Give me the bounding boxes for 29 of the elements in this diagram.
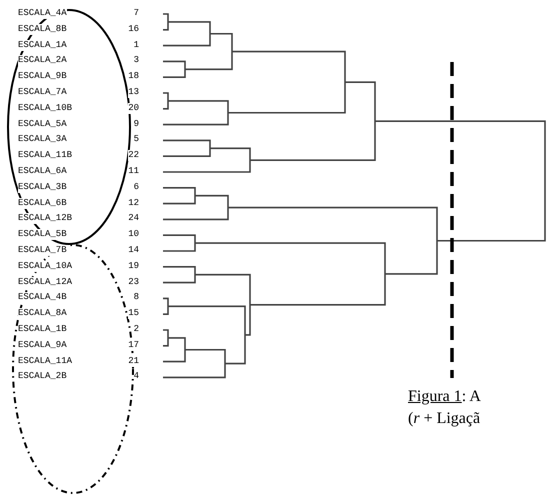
cluster-number: 20 [128,102,139,114]
variable-name: ESCALA_6A [18,166,67,177]
variable-name: ESCALA_4B [18,292,67,304]
variable-name: ESCALA_1B [18,324,67,335]
variable-name: ESCALA_7A [18,87,67,98]
cluster-number: 22 [128,150,139,162]
cluster-number: 13 [128,87,139,98]
variable-name: ESCALA_1A [18,40,67,51]
caption-text: : A [462,388,481,405]
variable-name: ESCALA_6B [18,198,67,209]
variable-name: ESCALA_8B [18,24,67,35]
variable-name: ESCALA_10B [18,102,72,114]
variable-name: ESCALA_12A [18,276,72,288]
variable-name: ESCALA_3B [18,182,67,193]
variable-name: ESCALA_7B [18,245,67,256]
variable-name: ESCALA_2A [18,55,67,66]
figure-label: Figura 1 [408,388,462,405]
cluster-number: 15 [128,308,139,320]
cluster-number: 21 [128,356,139,367]
caption-text: (r + Ligaçã [408,409,480,429]
variable-name: ESCALA_9A [18,340,67,351]
variable-name: ESCALA_5A [18,118,67,130]
variable-name: ESCALA_5B [18,229,67,240]
variable-name: ESCALA_4A [18,8,67,19]
cluster-number: 17 [128,340,139,351]
variable-name: ESCALA_10A [18,260,72,272]
variable-name: ESCALA_12B [18,213,72,224]
variable-name: ESCALA_11A [18,356,72,367]
variable-name: ESCALA_8A [18,308,67,320]
